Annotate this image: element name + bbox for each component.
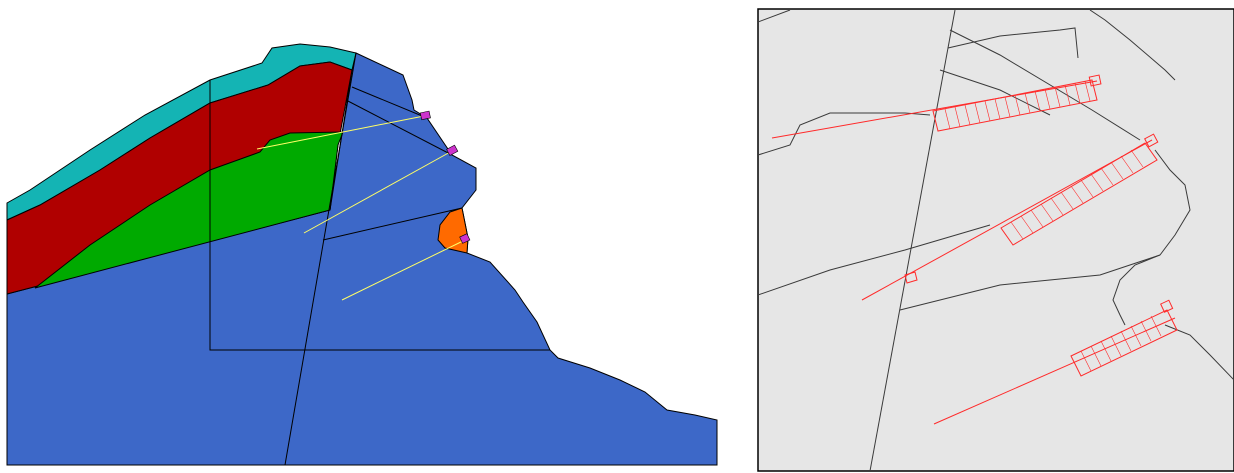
- detail-anchor-bulb-1: [932, 79, 1098, 132]
- detail-lines: [759, 10, 1233, 470]
- section-line-3: [322, 207, 463, 241]
- cross-section-panel: [6, 43, 718, 466]
- anchor-line-1: [256, 115, 425, 150]
- anchor-heads: [419, 110, 471, 244]
- detail-line-a: [759, 10, 791, 23]
- detail-anchor-bulb-2: [1000, 142, 1158, 246]
- detail-anchor-head-1: [1088, 74, 1102, 87]
- detail-line-d: [939, 69, 1051, 116]
- fault-line: [284, 52, 357, 466]
- detail-panel: [757, 8, 1234, 472]
- anchor-head-1: [419, 110, 431, 121]
- bedrock-layer: [6, 52, 718, 466]
- detail-line-e: [1089, 10, 1176, 81]
- detail-line-b: [947, 27, 1079, 59]
- detail-anchor-tendon-3: [933, 317, 1176, 425]
- section-lines: [209, 52, 550, 466]
- detail-anchor-ribs-2: [1010, 149, 1144, 240]
- section-line-2: [345, 99, 453, 156]
- detail-anchor-bulb-3: [1070, 309, 1178, 377]
- detail-anchor-mark-2: [904, 271, 918, 284]
- section-line-1: [351, 86, 428, 119]
- detail-fault-line: [869, 10, 956, 470]
- detail-line-f: [759, 112, 931, 156]
- detail-anchor-ribs-1: [944, 80, 1091, 130]
- grid-frame: [209, 80, 550, 351]
- anchor-line-2: [303, 150, 453, 234]
- anchor-head-2: [446, 144, 459, 156]
- green-layer: [34, 131, 344, 289]
- detail-panel-frame: [757, 8, 1234, 472]
- anchor-line-3: [341, 239, 466, 301]
- detail-anchor-head-3: [1160, 299, 1174, 313]
- anchor-head-3: [459, 233, 471, 244]
- detail-anchor-head-2: [1144, 133, 1159, 148]
- detail-line-h: [759, 224, 991, 296]
- detail-anchor-ribs-3: [1080, 315, 1162, 372]
- detail-anchors: [771, 74, 1178, 425]
- detail-line-i: [899, 254, 1161, 311]
- detail-anchor-tendon-1: [771, 80, 1098, 139]
- anchors: [256, 115, 466, 301]
- detail-line-c: [949, 29, 1141, 141]
